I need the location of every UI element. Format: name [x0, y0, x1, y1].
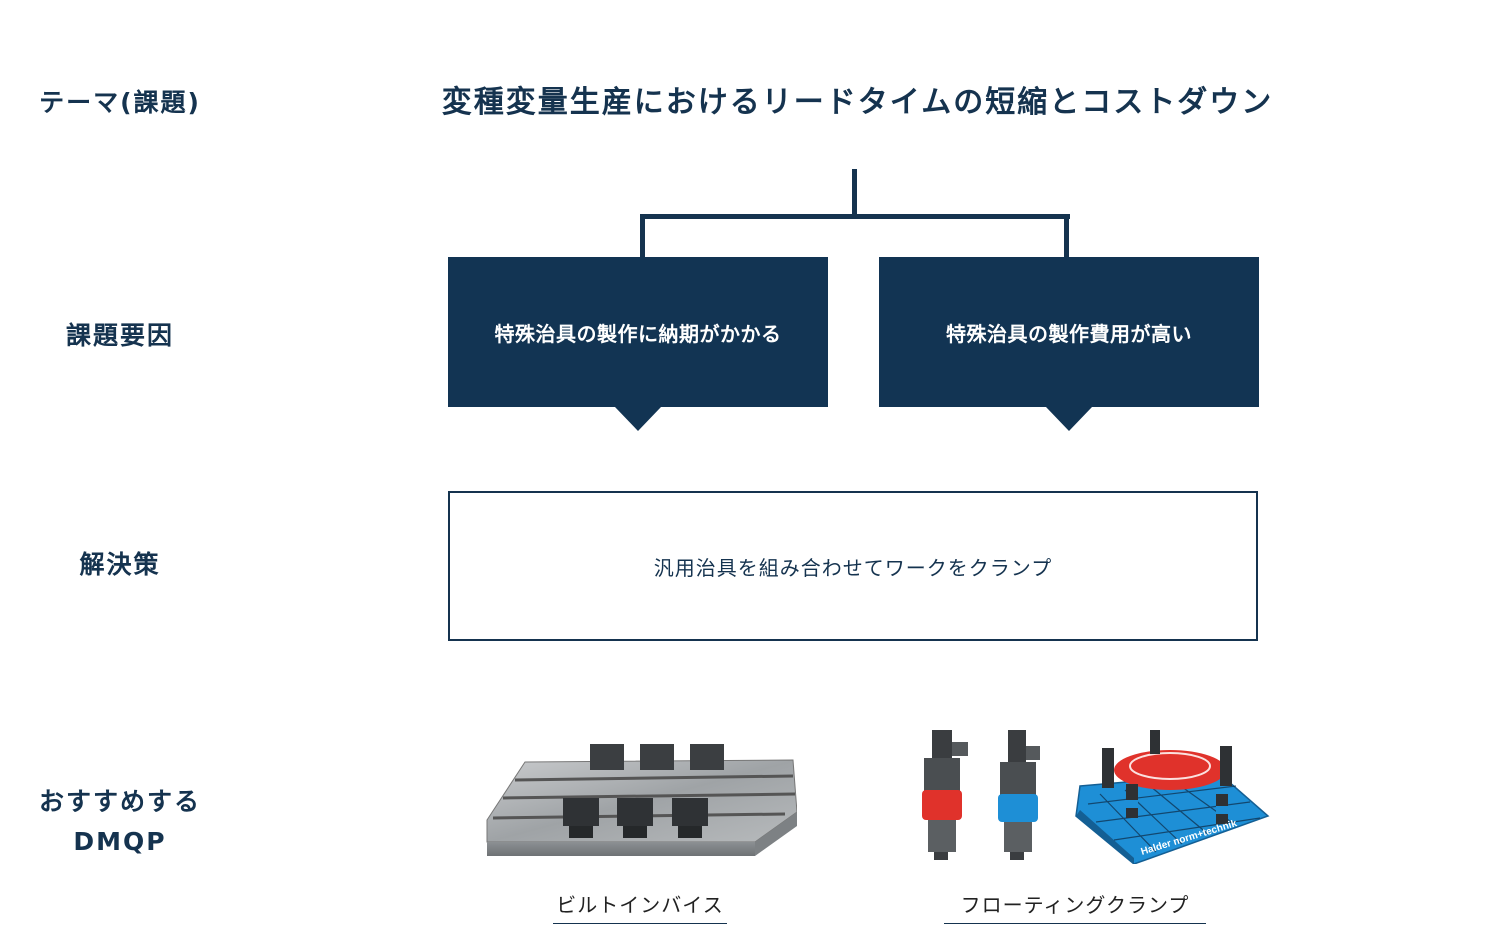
- row-label-theme: テーマ(課題): [39, 88, 201, 117]
- connector-vertical-left: [640, 214, 645, 258]
- cause-text: 特殊治具の製作に納期がかかる: [494, 321, 782, 346]
- connector-vertical-right: [1064, 214, 1069, 258]
- down-arrow-icon: [615, 407, 661, 431]
- floating-clamp-image[interactable]: Halder norm+technik: [920, 724, 1270, 864]
- product-link-floating-clamp[interactable]: フローティングクランプ: [944, 890, 1206, 924]
- solution-box: 汎用治具を組み合わせてワークをクランプ: [448, 491, 1258, 641]
- connector-horizontal: [640, 214, 1070, 219]
- cause-box-lead-time: 特殊治具の製作に納期がかかる: [448, 257, 828, 431]
- cause-text: 特殊治具の製作費用が高い: [946, 321, 1192, 346]
- row-label-recommend: おすすめする DMQP: [0, 782, 240, 862]
- down-arrow-icon: [1046, 407, 1092, 431]
- built-in-vise-image[interactable]: [485, 742, 797, 860]
- row-label-cause: 課題要因: [65, 321, 174, 350]
- row-label-solution: 解決策: [79, 550, 161, 579]
- product-link-built-in-vise[interactable]: ビルトインバイス: [553, 890, 727, 924]
- solution-text: 汎用治具を組み合わせてワークをクランプ: [653, 555, 1053, 580]
- row-label-recommend-line2: DMQP: [73, 827, 167, 856]
- connector-vertical-main: [852, 169, 857, 217]
- row-label-recommend-line1: おすすめする: [38, 787, 201, 816]
- theme-title: 変種変量生産におけるリードタイムの短縮とコストダウン: [441, 85, 1274, 120]
- cause-box-cost: 特殊治具の製作費用が高い: [879, 257, 1259, 431]
